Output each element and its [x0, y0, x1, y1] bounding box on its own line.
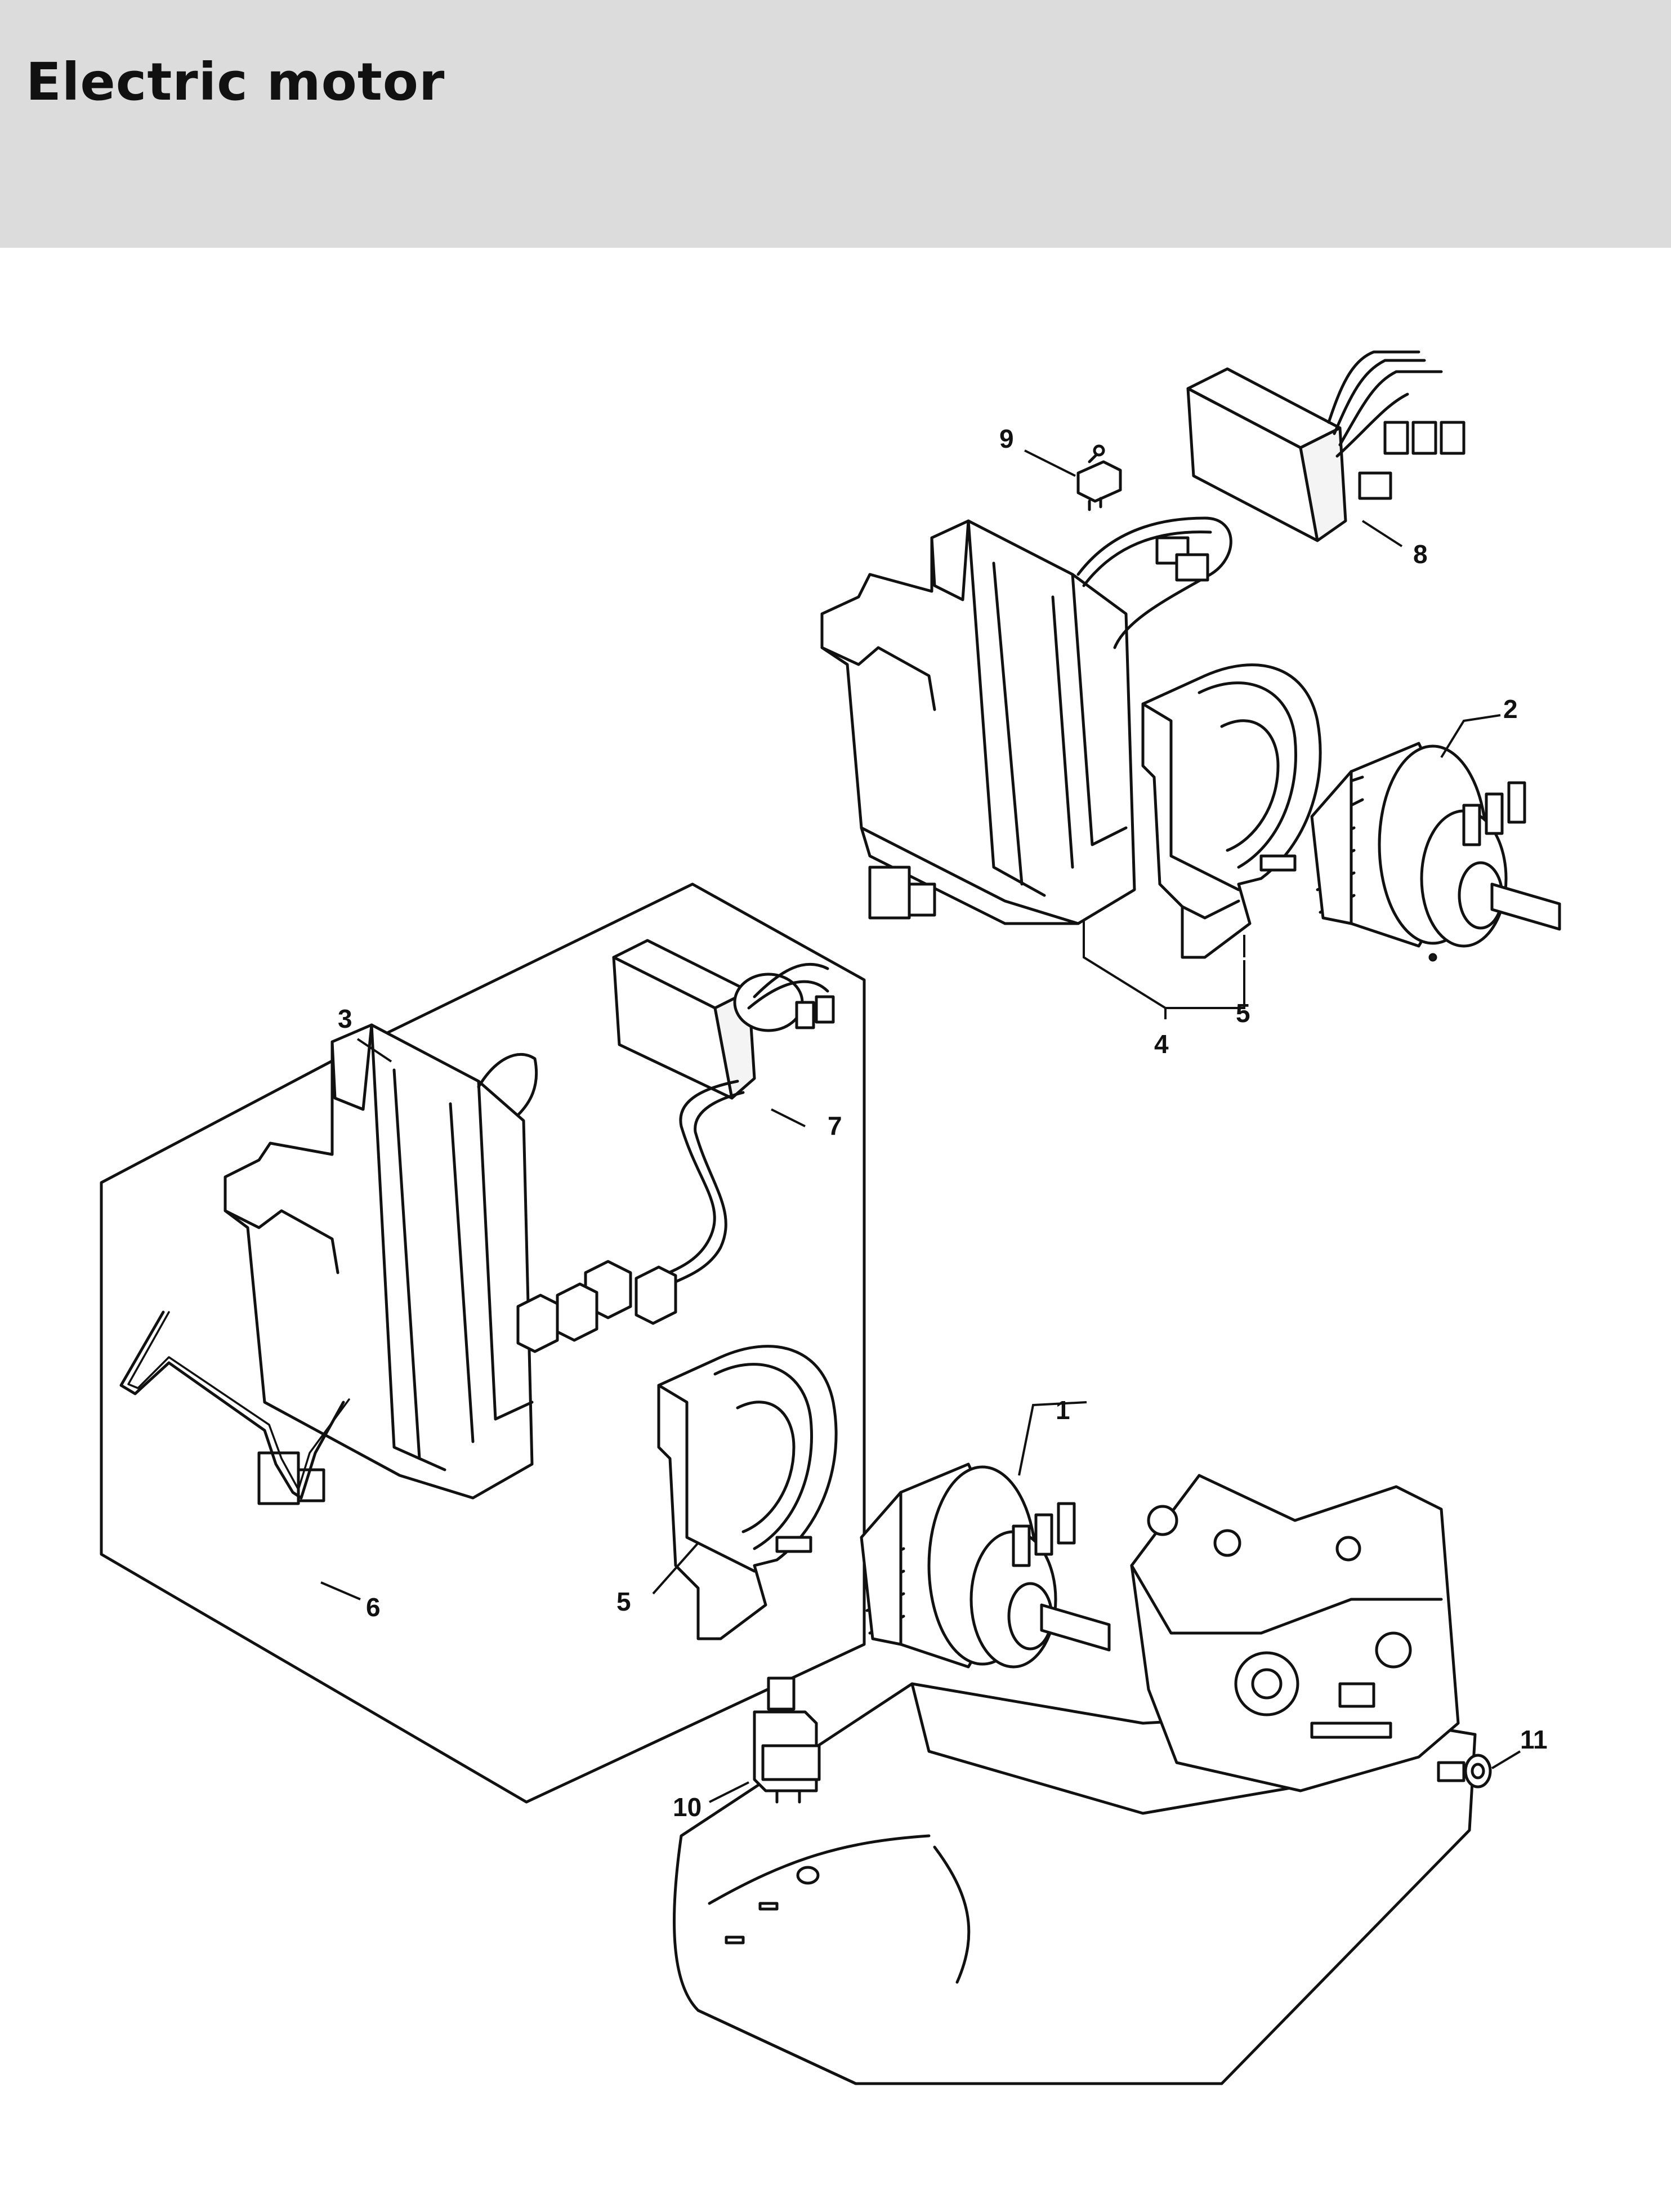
- leader-8: [1361, 520, 1403, 547]
- leader-11: [1491, 1750, 1521, 1769]
- fan-shroud-upper-part[interactable]: [1141, 663, 1322, 959]
- wire-spring-part[interactable]: [119, 1310, 345, 1500]
- callout-1: 1: [1056, 1395, 1070, 1425]
- callout-5-kit: 5: [616, 1587, 631, 1616]
- trigger-switch-part[interactable]: [753, 1676, 821, 1804]
- callout-9: 9: [999, 424, 1014, 453]
- leader-10: [709, 1781, 749, 1803]
- callout-11: 11: [1520, 1725, 1548, 1754]
- exploded-parts-diagram: 1 2 3 4 5 5 6 7 8 9 10 11: [0, 248, 1671, 2212]
- leader-3: [356, 1038, 392, 1063]
- callout-5-upper: 5: [1236, 998, 1250, 1028]
- callout-4: 4: [1154, 1029, 1169, 1059]
- leader-2: [1440, 714, 1501, 759]
- electric-motor-lower-part[interactable]: [860, 1462, 1111, 1669]
- callout-6: 6: [366, 1593, 381, 1622]
- electronics-housing-part[interactable]: [820, 516, 1232, 925]
- leader-1: [1018, 1401, 1087, 1476]
- kit-outline-box: [100, 882, 866, 1804]
- control-module-part[interactable]: [1186, 350, 1466, 542]
- page-header: Electric motor: [0, 0, 1671, 248]
- page-title: Electric motor: [26, 52, 445, 112]
- main-saw-housing: [673, 1474, 1477, 2085]
- callout-8: 8: [1413, 539, 1428, 569]
- leader-9: [1024, 449, 1076, 477]
- fan-shroud-kit-part[interactable]: [657, 1345, 838, 1640]
- callout-10: 10: [673, 1792, 702, 1822]
- electric-motor-upper-part[interactable]: [1310, 742, 1561, 962]
- callout-7: 7: [828, 1111, 842, 1140]
- leader-7: [771, 1108, 806, 1127]
- callout-3: 3: [338, 1004, 352, 1033]
- screw-part[interactable]: [1437, 1754, 1492, 1789]
- wire-spring-inner: [127, 1311, 350, 1491]
- leader-5-kit: [652, 1542, 699, 1595]
- control-module-harness-part[interactable]: [516, 939, 835, 1353]
- leader-6: [320, 1581, 361, 1600]
- microswitch-part[interactable]: [1076, 444, 1122, 511]
- callout-2: 2: [1503, 694, 1518, 724]
